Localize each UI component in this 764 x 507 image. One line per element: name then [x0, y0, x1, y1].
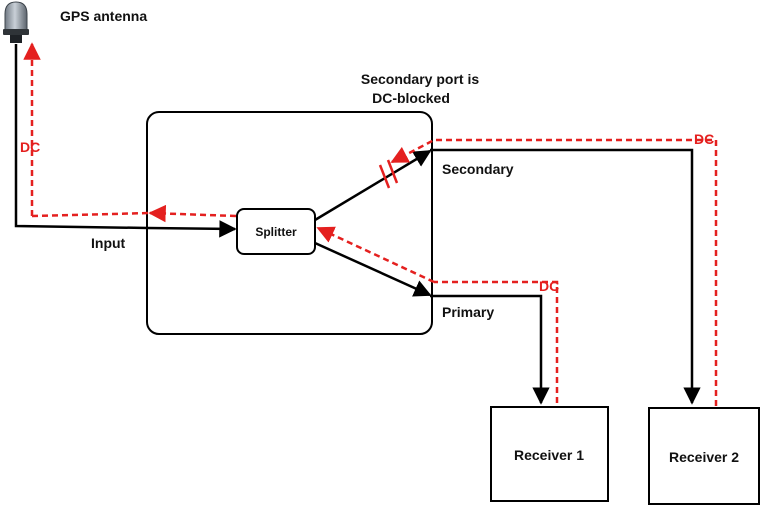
- receiver-2-box: [648, 407, 760, 505]
- splitter-to-secondary-arrow: [314, 149, 432, 222]
- dc-block-capacitor-icon: [378, 159, 399, 189]
- secondary-port-label: Secondary: [442, 161, 514, 177]
- antenna-label: GPS antenna: [60, 8, 147, 24]
- input-to-splitter-arrow: [147, 220, 237, 238]
- primary-to-receiver1-line: [430, 294, 550, 405]
- enclosure-caption-line1: Secondary port is: [361, 71, 479, 87]
- secondary-to-receiver2-line: [430, 148, 701, 405]
- dc-label-antenna: DC: [20, 139, 40, 155]
- splitter-to-primary-arrow: [314, 241, 432, 297]
- input-port-label: Input: [91, 235, 126, 251]
- receiver-1-box: [490, 406, 609, 502]
- dc-label-secondary: DC: [694, 131, 714, 147]
- dc-path-from-receiver2: [390, 138, 718, 406]
- enclosure-caption-line2: DC-blocked: [372, 90, 450, 106]
- dc-path-splitter-to-input: [148, 204, 237, 223]
- gps-antenna-icon: [3, 1, 29, 43]
- receiver-1-label: Receiver 1: [514, 447, 584, 463]
- splitter-label: Splitter: [255, 225, 297, 239]
- antenna-to-input-line: [14, 44, 149, 230]
- dc-path-from-receiver1: [434, 280, 559, 403]
- splitter-block: [236, 208, 316, 255]
- dc-label-primary: DC: [539, 278, 559, 294]
- dc-path-primary-to-splitter: [316, 226, 435, 284]
- dc-path-input-segment: [31, 211, 151, 218]
- primary-port-label: Primary: [442, 304, 494, 320]
- splitter-enclosure: [146, 111, 433, 335]
- receiver-2-label: Receiver 2: [669, 449, 739, 465]
